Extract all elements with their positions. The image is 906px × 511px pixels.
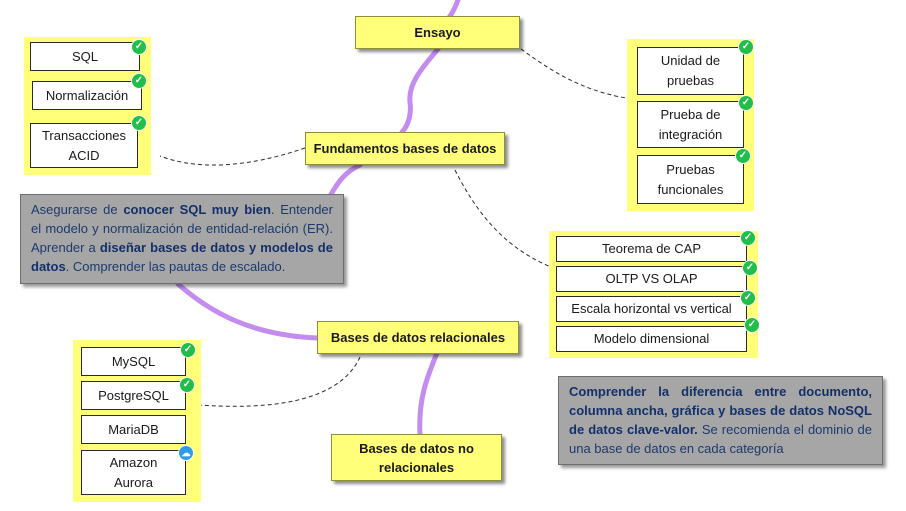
item-pruebas-funcionales[interactable]: Pruebas funcionales: [637, 155, 744, 204]
item-label: Amazon Aurora: [109, 454, 158, 490]
link-ensayo-pruebas: [520, 48, 627, 99]
cloud-icon: ☁: [179, 446, 193, 460]
check-icon: ✓: [743, 261, 757, 275]
topic-relacionales[interactable]: Bases de datos relacionales: [317, 321, 519, 354]
check-icon: ✓: [739, 96, 753, 110]
item-label: SQL: [71, 48, 98, 64]
topic-fundamentos[interactable]: Fundamentos bases de datos: [305, 132, 505, 165]
note-text: Asegurarse de: [31, 202, 124, 217]
note-emphasis: Comprender la diferencia entre documento…: [569, 384, 872, 437]
item-label: OLTP VS OLAP: [605, 271, 698, 286]
group-fundamentos-left: SQL ✓ Normalización ✓ Transacciones ACID…: [24, 37, 151, 175]
item-mariadb[interactable]: MariaDB: [81, 415, 186, 444]
path-relacionales-norel: [417, 350, 440, 437]
note-emphasis: diseñar bases de datos y modelos de dato…: [31, 240, 333, 274]
item-label: Modelo dimensional: [593, 331, 710, 346]
path-ensayo-fundamentos: [399, 46, 441, 135]
check-icon: ✓: [181, 343, 195, 357]
path-fundamentos-relacionales: [175, 162, 363, 341]
item-label: Normalización: [45, 87, 129, 103]
check-icon: ✓: [745, 318, 759, 332]
note-emphasis: conocer SQL muy bien: [123, 202, 271, 217]
check-icon: ✓: [736, 149, 750, 163]
item-label: Teorema de CAP: [602, 241, 701, 256]
group-ensayo-right: Unidad de pruebas ✓ Prueba de integració…: [627, 39, 754, 211]
item-sql[interactable]: SQL: [30, 42, 140, 71]
check-icon: ✓: [132, 116, 146, 130]
check-icon: ✓: [739, 40, 753, 54]
check-icon: ✓: [741, 291, 755, 305]
item-label: Pruebas funcionales: [657, 161, 724, 197]
note-text: Se recomienda el dominio de una base de …: [569, 422, 872, 456]
link-relacionales-left: [199, 356, 361, 407]
item-label: Transacciones ACID: [41, 127, 127, 163]
note-text: . Entender el modelo y normalización de …: [31, 202, 333, 255]
item-oltp-olap[interactable]: OLTP VS OLAP: [556, 266, 747, 292]
item-postgresql[interactable]: PostgreSQL: [81, 381, 186, 410]
item-label: MariaDB: [108, 421, 159, 437]
topic-ensayo[interactable]: Ensayo: [355, 16, 520, 49]
item-normalizacion[interactable]: Normalización: [32, 81, 142, 110]
item-mysql[interactable]: MySQL: [81, 347, 186, 376]
item-label: MySQL: [111, 353, 156, 369]
check-icon: ✓: [132, 74, 146, 88]
item-modelo-dimensional[interactable]: Modelo dimensional: [556, 326, 747, 352]
check-icon: ✓: [180, 378, 194, 392]
check-icon: ✓: [132, 40, 146, 54]
item-amazon-aurora[interactable]: Amazon Aurora: [81, 450, 186, 495]
topic-no-relacionales[interactable]: Bases de datos no relacionales: [331, 434, 502, 481]
note-no-relacionales: Comprender la diferencia entre documento…: [558, 376, 883, 465]
note-text: . Comprender las pautas de escalado.: [65, 259, 286, 274]
note-fundamentos: Asegurarse de conocer SQL muy bien. Ente…: [20, 194, 344, 284]
item-label: PostgreSQL: [98, 387, 169, 403]
item-label: Escala horizontal vs vertical: [571, 301, 732, 316]
link-fundamentos-left: [159, 147, 306, 166]
item-unidad-pruebas[interactable]: Unidad de pruebas: [637, 47, 744, 95]
item-escala[interactable]: Escala horizontal vs vertical: [556, 296, 747, 322]
group-relacionales-left: MySQL ✓ PostgreSQL ✓ MariaDB Amazon Auro…: [73, 340, 201, 502]
item-label: Prueba de integración: [658, 106, 723, 142]
item-prueba-integracion[interactable]: Prueba de integración: [637, 101, 744, 148]
item-teorema-cap[interactable]: Teorema de CAP: [556, 236, 747, 262]
link-fundamentos-right: [454, 169, 552, 268]
item-transacciones-acid[interactable]: Transacciones ACID: [30, 123, 138, 168]
item-label: Unidad de pruebas: [660, 53, 721, 88]
group-fundamentos-right: Teorema de CAP ✓ OLTP VS OLAP ✓ Escala h…: [549, 231, 759, 358]
check-icon: ✓: [741, 231, 755, 245]
